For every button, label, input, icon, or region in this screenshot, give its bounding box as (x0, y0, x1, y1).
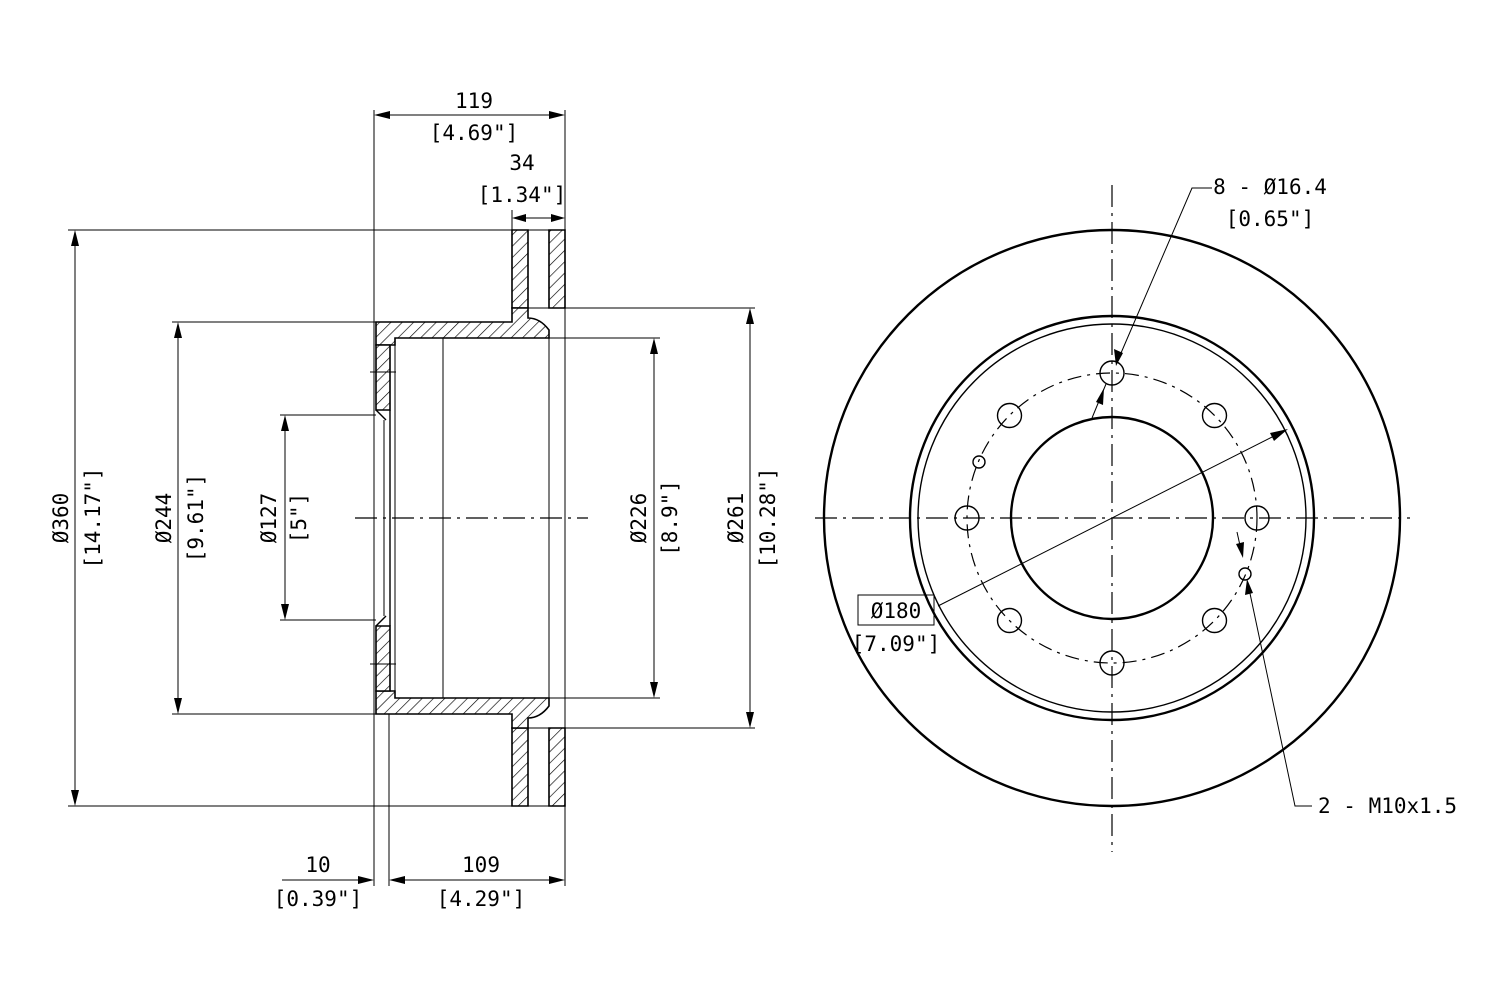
label-109-inch: [4.29"] (437, 887, 526, 911)
label-threaded-holes: 2 - M10x1.5 (1318, 794, 1457, 818)
label-10-inch: [0.39"] (274, 887, 363, 911)
label-226-inch: [8.9"] (658, 480, 682, 556)
upper-inner-cheek (548, 229, 566, 309)
lower-inner-cheek (548, 727, 566, 807)
lower-mount-flange (375, 625, 391, 692)
bolt-circle-label-box (857, 594, 935, 626)
label-119-inch: [4.69"] (430, 121, 519, 145)
label-261-mm: Ø261 (724, 493, 748, 544)
upper-hat-wall (375, 307, 550, 346)
rotor-outer-edge (822, 228, 1402, 808)
label-119-mm: 119 (455, 89, 493, 113)
dim-line-244 (174, 322, 182, 714)
leader-bolt-holes (1091, 187, 1212, 419)
label-226-mm: Ø226 (627, 493, 651, 544)
front-view: Ø180 [7.09"] 8 - Ø16.4 [0.65"] 2 - M10x1… (815, 175, 1457, 852)
dim-line-360 (71, 230, 79, 806)
label-127-mm: Ø127 (257, 493, 281, 544)
label-10-mm: 10 (305, 853, 330, 877)
threaded-hole-2 (1238, 567, 1252, 581)
side-section-view: 119 [4.69"] 34 [1.34"] 10 [0.39"] 109 [4… (49, 89, 780, 911)
bore-chamfer-top (375, 409, 387, 421)
label-bolt-holes-inch: [0.65"] (1226, 207, 1315, 231)
label-bolt-holes-mm: 8 - Ø16.4 (1213, 175, 1327, 199)
dim-line-34 (512, 214, 565, 222)
bolt-hole-1 (1099, 360, 1125, 386)
dim-line-119 (374, 111, 565, 119)
lower-outer-cheek (511, 727, 529, 807)
lower-hat-wall (375, 690, 550, 729)
dim-line-127 (281, 415, 289, 620)
label-109-mm: 109 (462, 853, 500, 877)
label-180-inch: [7.09"] (852, 632, 941, 656)
label-244-inch: [9.61"] (184, 474, 208, 563)
dim-line-226 (650, 338, 658, 698)
hat-outer-edge (917, 323, 1307, 713)
label-360-mm: Ø360 (49, 493, 73, 544)
bolt-hole-7 (954, 505, 980, 531)
bolt-hole-6 (996, 607, 1023, 634)
bolt-hole-4 (1201, 607, 1228, 634)
bolt-circle (966, 372, 1258, 664)
bolt-hole-8 (996, 402, 1023, 429)
upper-mount-flange (375, 344, 391, 411)
dim-line-10 (282, 876, 374, 884)
label-34-mm: 34 (509, 151, 534, 175)
leader-bolt-circle (937, 429, 1288, 607)
bolt-hole-5 (1099, 650, 1125, 676)
bolt-hole-3 (1244, 505, 1270, 531)
label-127-inch: [5"] (287, 493, 311, 544)
leader-threaded-holes (1236, 531, 1312, 807)
label-244-mm: Ø244 (152, 493, 176, 544)
threaded-hole-1 (972, 455, 986, 469)
bolt-holes (954, 360, 1270, 676)
dim-line-261 (746, 308, 754, 728)
label-34-inch: [1.34"] (478, 183, 567, 207)
bore-chamfer-bottom (375, 615, 387, 627)
label-261-inch: [10.28"] (756, 467, 780, 568)
bolt-hole-2 (1201, 402, 1228, 429)
label-180-mm: Ø180 (871, 599, 922, 623)
dim-line-109 (389, 876, 565, 884)
center-bore-edge (1009, 415, 1215, 621)
upper-outer-cheek (511, 229, 529, 309)
friction-inner-edge (908, 314, 1316, 722)
label-360-inch: [14.17"] (81, 467, 105, 568)
